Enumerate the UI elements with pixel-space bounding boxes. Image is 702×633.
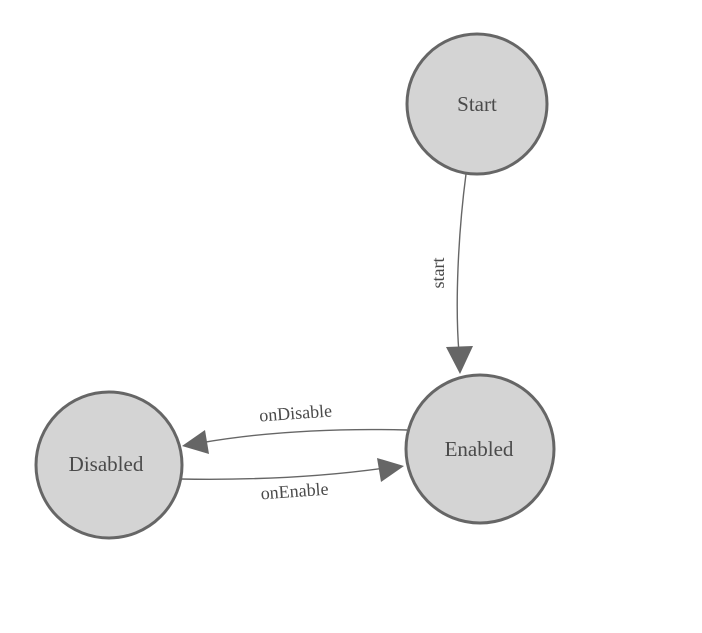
state-label-disabled: Disabled xyxy=(69,452,144,476)
state-label-enabled: Enabled xyxy=(445,437,514,461)
state-circle-start xyxy=(405,32,549,176)
edge-enabled-to-disabled: onDisable xyxy=(182,400,408,454)
state-circle-enabled xyxy=(404,373,556,525)
edge-disabled-to-enabled: onEnable xyxy=(179,458,404,504)
edge-enabled-to-disabled-line xyxy=(199,428,408,444)
edge-label-start: start xyxy=(428,258,448,289)
state-node-enabled: Enabled xyxy=(404,373,556,525)
state-node-start: Start xyxy=(405,32,549,176)
edge-disabled-to-enabled-line xyxy=(179,467,386,480)
state-node-disabled: Disabled xyxy=(34,390,184,540)
edge-label-ondisable: onDisable xyxy=(258,400,332,425)
arrowhead-icon xyxy=(446,346,473,374)
edge-start-to-enabled-line xyxy=(456,173,467,354)
arrowhead-icon xyxy=(377,458,404,482)
edge-label-onenable: onEnable xyxy=(260,479,329,504)
state-label-start: Start xyxy=(457,92,497,116)
arrowhead-icon xyxy=(182,430,209,454)
edge-start-to-enabled: start xyxy=(428,173,473,374)
state-circle-disabled xyxy=(34,390,184,540)
